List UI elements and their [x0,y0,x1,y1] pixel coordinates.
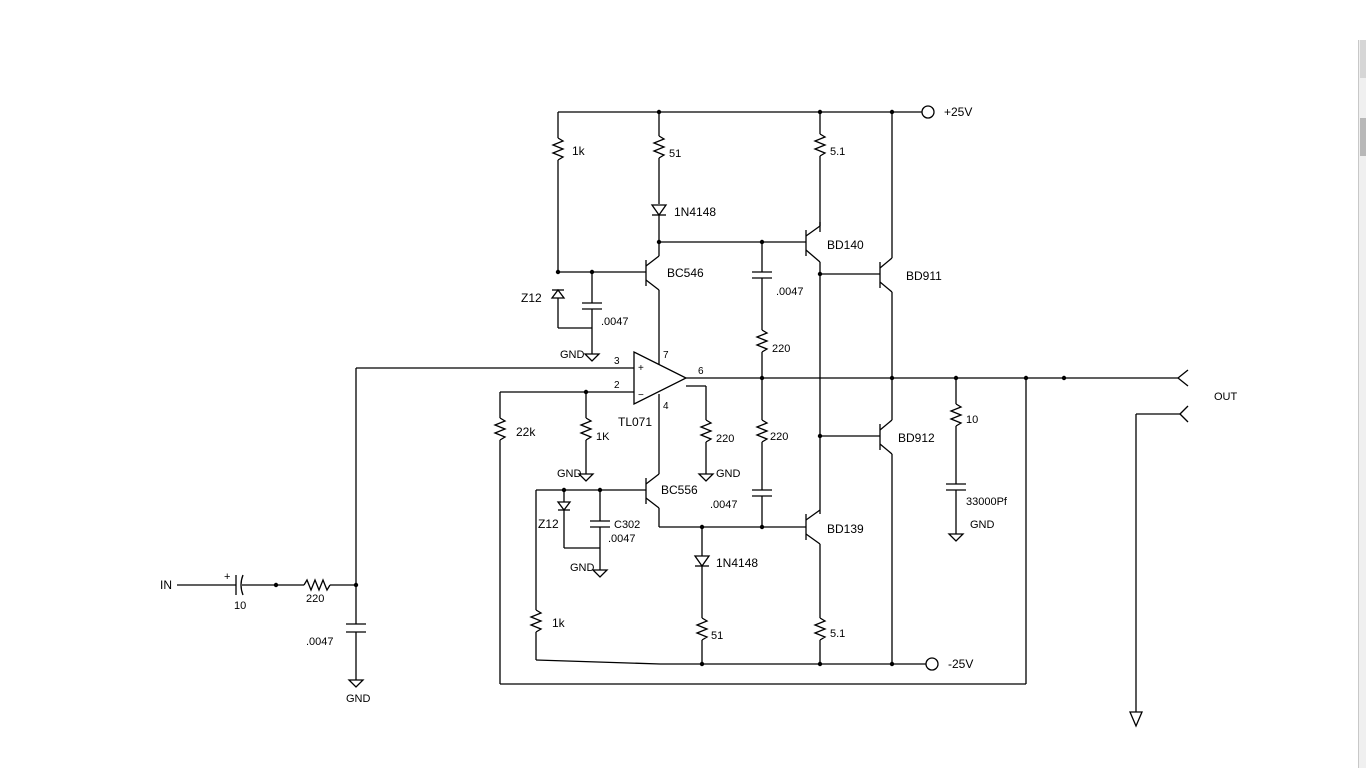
q-bd912-label: BD912 [898,431,935,445]
svg-text:+: + [638,363,644,374]
r-22k-label: 22k [516,425,536,439]
q-bd139-label: BD139 [827,522,864,536]
gnd-label-5: GND [570,562,595,574]
r-51-top-label: 51 [669,148,681,160]
svg-text:−: − [638,390,644,401]
c-0047-mid-label: .0047 [710,499,738,511]
vminus-label: -25V [948,657,973,671]
r-1K-mid-label: 1K [596,431,610,443]
gnd-label-2: GND [557,468,582,480]
svg-text:+: + [224,571,230,583]
r-1k-top-label: 1k [572,144,586,158]
gnd-icon [583,353,601,362]
r-51-q-top-label: 5.1 [830,146,845,158]
c-in-0047-label: .0047 [306,636,334,648]
r-in-220-label: 220 [306,593,324,605]
pin7-label: 7 [663,350,669,361]
pin6-label: 6 [698,366,704,377]
r-51-q-bottom-label: 5.1 [830,628,845,640]
q-bd911-label: BD911 [906,269,942,283]
vminus-terminal [925,657,939,671]
c-c302-label: C302 [614,519,640,531]
in-label: IN [160,578,172,592]
opamp-label: TL071 [618,415,652,429]
diode-1n4148-top [650,204,668,217]
r-220-upper-label: 220 [772,343,790,355]
out-label: OUT [1214,391,1238,403]
r-220-out-label: 220 [716,433,734,445]
q-bd140-label: BD140 [827,238,864,252]
c-0047-top-left-label: .0047 [601,316,629,328]
gnd-label-1: GND [560,349,585,361]
q-bc556-label: BC556 [661,483,698,497]
scroll-thumb[interactable] [1360,118,1366,156]
r-10-zobel-label: 10 [966,414,978,426]
z12-bottom-label: Z12 [538,517,559,531]
scroll-up-button[interactable] [1360,40,1366,78]
pin3-label: 3 [614,356,620,367]
opamp-tl071 [633,350,688,406]
vplus-terminal [921,105,935,119]
c-33000-label: 33000Pf [966,496,1008,508]
r-220-lower-label: 220 [770,431,788,443]
r-51-bottom-label: 51 [711,630,723,642]
pin4-label: 4 [663,401,669,412]
r-1k-bottom-label: 1k [552,616,566,630]
vplus-label: +25V [944,105,972,119]
gnd-label-4: GND [970,519,995,531]
d-1n4148-top-label: 1N4148 [674,205,716,219]
d-1n4148-bottom-label: 1N4148 [716,556,758,570]
diode-1n4148-bottom [693,555,711,568]
pin2-label: 2 [614,380,620,391]
vertical-scrollbar[interactable] [1358,40,1366,768]
c-0047-top-right-label: .0047 [776,286,804,298]
c-0047-c302-label: .0047 [608,533,636,545]
z12-top-label: Z12 [521,291,542,305]
gnd-label-3: GND [716,468,741,480]
c-in-10-label: 10 [234,600,246,612]
q-bc546-label: BC546 [667,266,704,280]
gnd-label-6: GND [346,693,371,705]
